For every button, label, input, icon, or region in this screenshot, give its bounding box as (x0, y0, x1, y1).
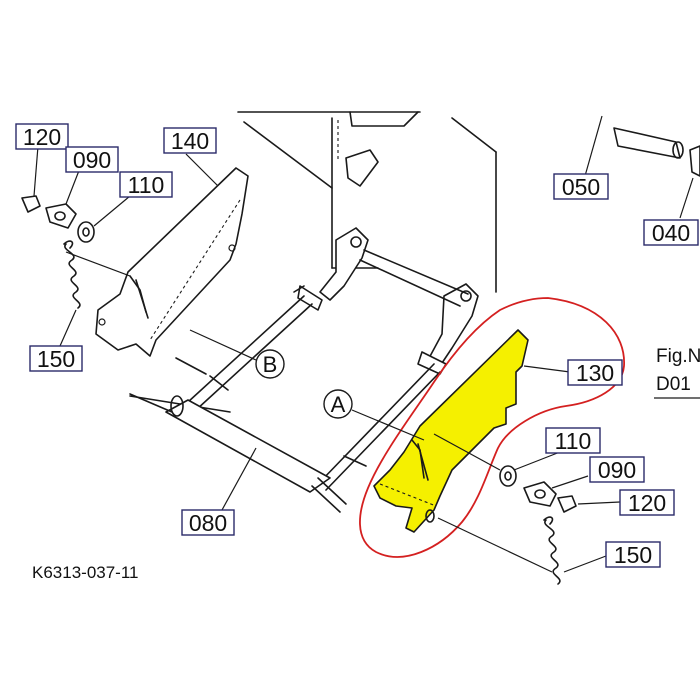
left-hardware (21, 145, 131, 347)
part-label-left-120: 120 (15, 123, 69, 150)
svg-text:140: 140 (171, 128, 209, 154)
figure-label-line2: D01 (656, 374, 691, 395)
svg-text:090: 090 (598, 457, 636, 483)
callout-a-letter: A (331, 392, 346, 417)
svg-text:110: 110 (555, 428, 592, 454)
bracket-140 (95, 153, 249, 357)
shaft-080 (129, 357, 367, 513)
svg-text:150: 150 (614, 542, 652, 568)
svg-text:120: 120 (23, 124, 61, 150)
part-label-right-150: 150 (605, 541, 661, 568)
svg-text:120: 120 (628, 490, 666, 516)
svg-text:150: 150 (37, 346, 75, 372)
svg-text:090: 090 (73, 147, 111, 173)
part-label-080: 080 (181, 509, 235, 536)
callout-b-letter: B (263, 352, 278, 377)
part-label-left-090: 090 (65, 146, 119, 173)
part-label-left-110: 110 (119, 171, 173, 198)
svg-text:050: 050 (562, 174, 600, 200)
svg-text:130: 130 (576, 360, 614, 386)
yellow-plate-130 (373, 329, 529, 533)
svg-text:080: 080 (189, 510, 227, 536)
part-label-050: 050 (553, 173, 609, 200)
part-label-040: 040 (643, 219, 699, 246)
part-label-right-110: 110 (545, 427, 601, 454)
part-label-130: 130 (523, 359, 623, 386)
part-label-right-090: 090 (589, 456, 645, 483)
pin-assembly-top-right (584, 115, 700, 219)
link-assembly (129, 227, 479, 491)
part-label-right-120: 120 (619, 489, 675, 516)
svg-text:110: 110 (128, 172, 165, 198)
figure-label-line1: Fig.N (656, 346, 700, 367)
figure-reference: Fig.N D01 (654, 346, 700, 399)
right-hardware (437, 451, 621, 585)
part-label-left-150: 150 (29, 345, 83, 372)
upper-frame (237, 111, 497, 293)
drawing-number: K6313-037-11 (32, 563, 139, 582)
callout-a: A (323, 389, 425, 441)
svg-text:040: 040 (652, 220, 690, 246)
callout-b: B (189, 329, 285, 379)
part-label-140: 140 (163, 127, 217, 154)
